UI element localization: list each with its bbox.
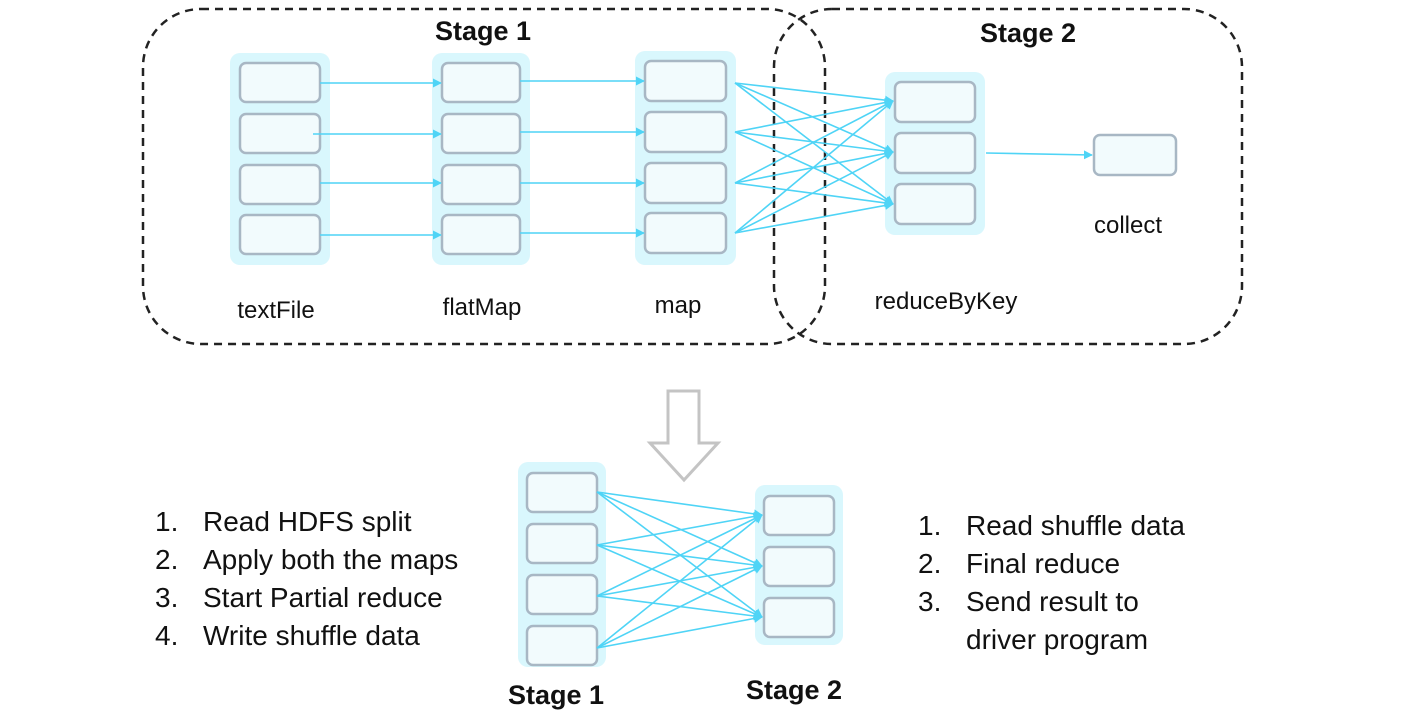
partition-box (762, 596, 836, 639)
partition-box (762, 545, 836, 588)
list-item: 2.Apply both the maps (155, 544, 459, 575)
shuffle-arrows (734, 82, 1093, 234)
partition-box (643, 110, 728, 154)
partition-box (238, 61, 322, 104)
down-arrow-icon (646, 389, 722, 483)
list-item: 4.Write shuffle data (155, 620, 420, 651)
partition-box (1092, 133, 1178, 177)
top-stage2-title: Stage 2 (979, 18, 1077, 48)
partition-box (893, 182, 977, 226)
partition-box (238, 163, 322, 206)
top-stage1-title: Stage 1 (434, 16, 532, 46)
list-item: 2.Final reduce (918, 548, 1121, 579)
narrow-dependency-arrows (313, 76, 645, 240)
bottom-stage1-group (518, 462, 606, 667)
list-item: 1.Read HDFS split (155, 506, 412, 537)
list-item: 1.Read shuffle data (918, 510, 1185, 541)
rdd-map (635, 51, 736, 265)
op-label-reducebykey: reduceByKey (874, 288, 1018, 315)
partition-box (525, 573, 599, 616)
partition-box (643, 211, 728, 255)
op-label-textfile: textFile (237, 297, 315, 324)
partition-box (238, 112, 322, 155)
result-collect (1092, 133, 1178, 177)
op-label-collect: collect (1093, 212, 1163, 239)
rdd-reducebykey (885, 72, 985, 235)
partition-box (762, 494, 836, 537)
partition-box (440, 163, 522, 206)
partition-box (643, 161, 728, 205)
list-item-continuation: driver program (966, 624, 1149, 655)
partition-box (893, 80, 977, 124)
partition-box (643, 59, 728, 103)
bottom-stage2-group (755, 485, 843, 645)
partition-box (440, 213, 522, 256)
rdd-flatmap (432, 53, 530, 265)
partition-box (525, 522, 599, 565)
partition-box (440, 112, 522, 155)
op-label-flatmap: flatMap (442, 294, 522, 321)
stage2-boundary (772, 7, 1244, 346)
list-item: 3.Start Partial reduce (155, 582, 443, 613)
bottom-shuffle-arrows (596, 491, 763, 649)
partition-box (525, 471, 599, 514)
bottom-stage2-title: Stage 2 (745, 675, 843, 705)
list-item: 3.Send result to (918, 586, 1139, 617)
partition-box (440, 61, 522, 104)
stage1-boundary (141, 7, 827, 346)
stage1-steps-list: 1.Read HDFS split 2.Apply both the maps … (155, 503, 458, 655)
stage2-steps-list: 1.Read shuffle data 2.Final reduce 3.Sen… (918, 507, 1185, 659)
partition-box (893, 131, 977, 175)
op-label-map: map (654, 292, 702, 319)
partition-box (238, 213, 322, 256)
rdd-textfile (230, 53, 330, 265)
bottom-stage1-title: Stage 1 (507, 680, 605, 710)
partition-box (525, 624, 599, 667)
